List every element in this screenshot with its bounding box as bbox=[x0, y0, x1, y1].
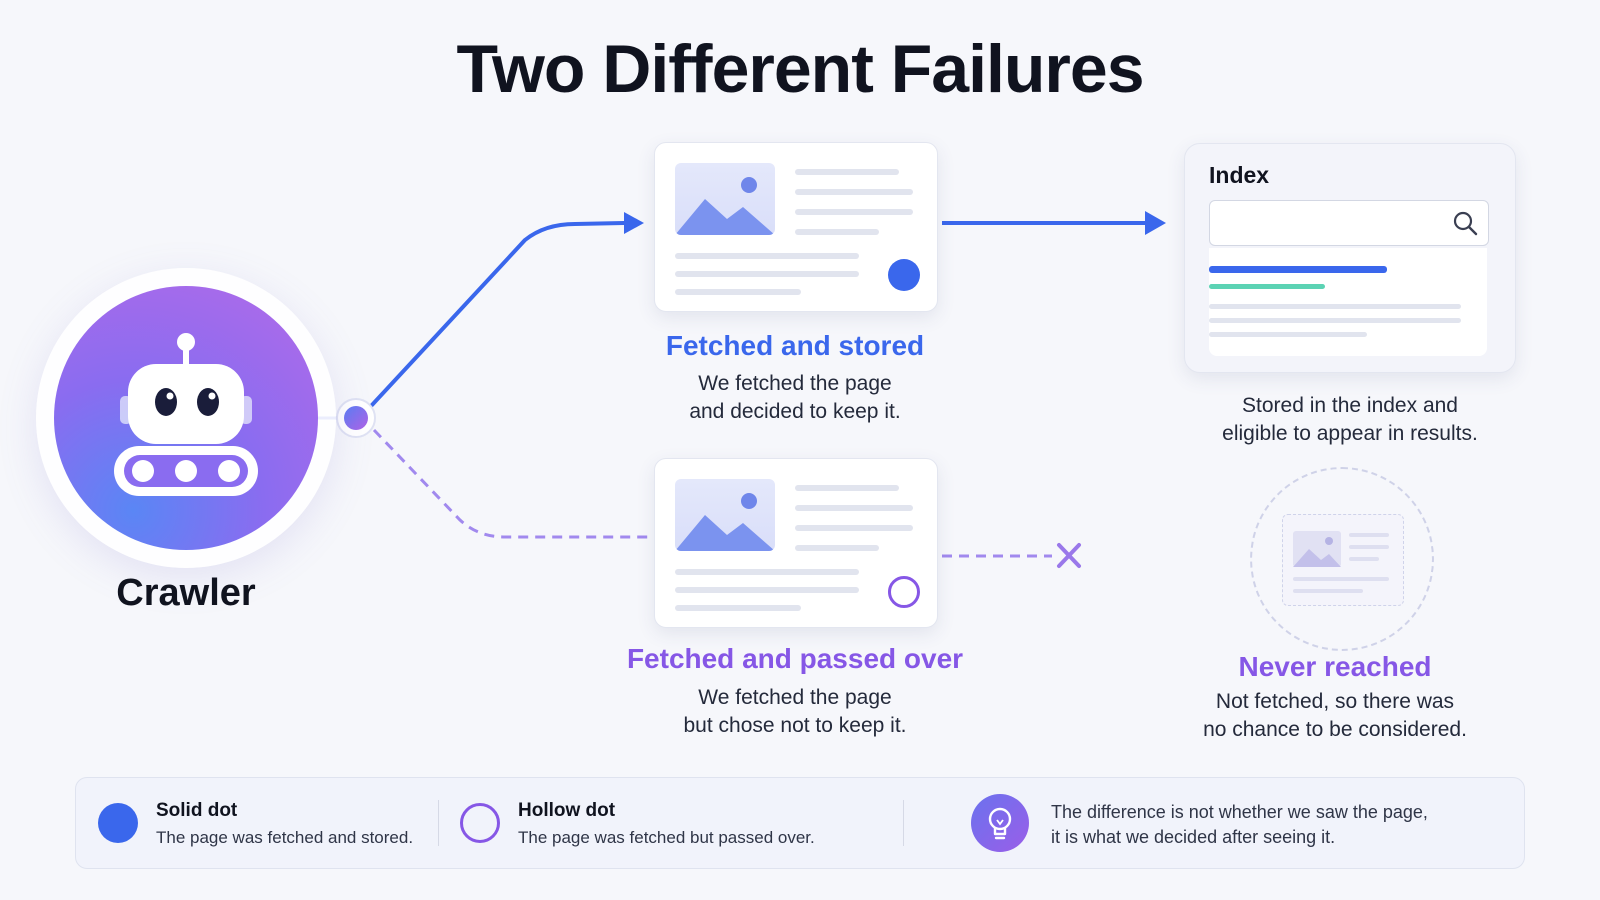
index-title: Index bbox=[1209, 162, 1270, 188]
robot-icon bbox=[114, 333, 258, 496]
passed-page-card bbox=[654, 458, 938, 628]
image-placeholder-icon bbox=[675, 479, 775, 551]
hollow-status-dot bbox=[888, 576, 920, 608]
legend-note: The difference is not whether we saw the… bbox=[1051, 802, 1428, 847]
passed-description: We fetched the page but chose not to kee… bbox=[683, 686, 907, 737]
solid-status-dot bbox=[888, 259, 920, 291]
ghost-page-icon bbox=[1282, 514, 1404, 606]
never-reached-heading: Never reached bbox=[1238, 651, 1432, 682]
search-icon bbox=[1453, 211, 1478, 236]
legend-hollow-dot bbox=[460, 803, 500, 843]
index-results bbox=[1209, 248, 1487, 356]
x-mark-icon bbox=[1057, 543, 1081, 568]
passed-path bbox=[372, 428, 652, 539]
legend-solid-desc: The page was fetched and stored. bbox=[156, 828, 414, 847]
legend-bar: Solid dot The page was fetched and store… bbox=[75, 777, 1525, 869]
stored-description: We fetched the page and decided to keep … bbox=[689, 372, 901, 423]
legend-solid-dot bbox=[98, 803, 138, 843]
legend-hollow-desc: The page was fetched but passed over. bbox=[518, 828, 815, 847]
index-search-box bbox=[1209, 200, 1489, 246]
lightbulb-icon bbox=[971, 794, 1029, 852]
index-arrowhead bbox=[1145, 211, 1166, 235]
page-title: Two Different Failures bbox=[456, 31, 1144, 107]
index-card: Index bbox=[1184, 143, 1516, 373]
legend-solid-title: Solid dot bbox=[156, 800, 238, 821]
legend-hollow-title: Hollow dot bbox=[518, 800, 616, 821]
stored-arrowhead bbox=[624, 212, 644, 234]
stored-path bbox=[370, 221, 626, 407]
legend-divider bbox=[903, 800, 904, 846]
index-description: Stored in the index and eligible to appe… bbox=[1222, 394, 1478, 445]
stored-page-card bbox=[654, 142, 938, 312]
legend-divider bbox=[438, 800, 439, 846]
image-placeholder-icon bbox=[675, 163, 775, 235]
never-reached-placeholder bbox=[1250, 467, 1434, 651]
crawler-label: Crawler bbox=[116, 572, 256, 614]
crawler-node bbox=[36, 268, 336, 568]
stored-heading: Fetched and stored bbox=[665, 330, 925, 361]
crawler-badge bbox=[54, 286, 318, 550]
passed-heading: Fetched and passed over bbox=[626, 643, 964, 674]
never-reached-description: Not fetched, so there was no chance to b… bbox=[1203, 690, 1467, 741]
